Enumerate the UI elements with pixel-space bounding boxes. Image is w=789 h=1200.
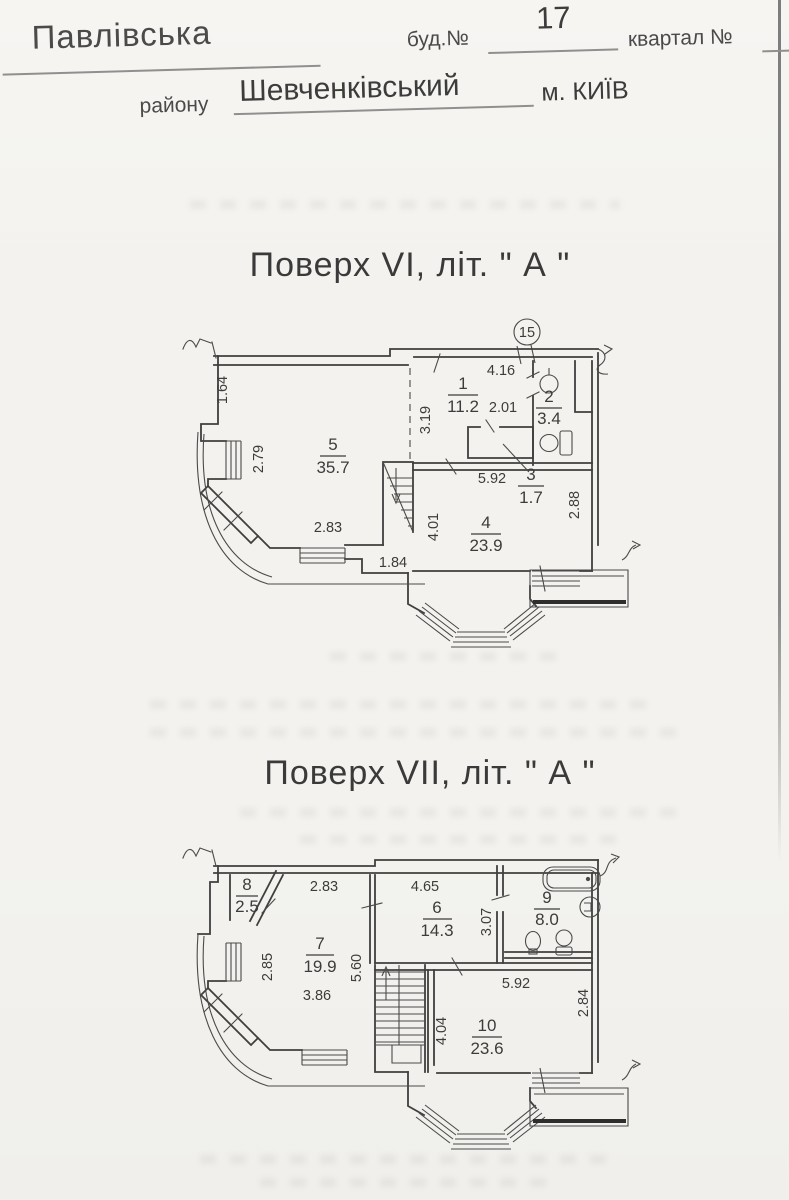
- dim-room7-right: 5.60: [349, 954, 365, 982]
- bleed-through-marks: [330, 652, 570, 661]
- form-header: Павлівська буд.№ 17 квартал № району Шев…: [0, 0, 789, 152]
- toilet-icon: [555, 929, 573, 956]
- floor-vi-title: Поверх VI, літ. " А ": [249, 246, 571, 284]
- room-7-number: 7: [315, 934, 324, 953]
- building-number-underline: [488, 48, 619, 55]
- bleed-through-marks: [150, 700, 650, 709]
- scan-page-edge: [778, 0, 781, 862]
- bay-window-hatch: [415, 1104, 546, 1150]
- building-number-value: 17: [535, 0, 572, 36]
- marker-number: 15: [519, 325, 535, 341]
- room-8-number: 8: [242, 875, 251, 894]
- window-hatch-left: [225, 440, 242, 480]
- curved-balcony-outline: [196, 933, 425, 1087]
- curved-balcony-outline: [196, 431, 425, 585]
- district-label: району: [139, 92, 209, 118]
- floor-vi-plan: 15: [182, 318, 642, 648]
- room-labels-vi: 5 35.7 1 11.2 2 3.4 3 1.7 4 23.9: [316, 374, 562, 555]
- bleed-through-marks: [300, 835, 630, 844]
- street-name: Павлівська: [31, 13, 212, 56]
- bathtub-icon: [542, 866, 601, 892]
- floor-vii-title: Поверх VII, літ. " А ": [264, 754, 596, 792]
- room-9-number: 9: [542, 888, 551, 907]
- window-hatch-balcony: [532, 570, 580, 587]
- bleed-through-marks: [190, 200, 620, 209]
- bay-window-hatch: [415, 602, 546, 648]
- dim-room5-window: 2.83: [314, 520, 342, 536]
- dim-room6-top: 4.65: [411, 879, 439, 895]
- dim-room10-top: 5.92: [502, 976, 530, 992]
- quarter-label: квартал №: [627, 25, 733, 52]
- district-name: Шевченківський: [238, 68, 460, 109]
- right-balcony: [529, 540, 642, 608]
- dim-room10-right: 2.84: [576, 989, 592, 1017]
- room-6-area: 14.3: [420, 921, 453, 940]
- dim-room4-width: 5.92: [478, 471, 506, 487]
- dim-hall-width: 4.16: [487, 363, 515, 379]
- sink-icon: [539, 368, 559, 394]
- room-7-area: 19.9: [303, 957, 336, 976]
- dimension-labels-vii: 2.83 4.65 3.07 2.85 5.60 5.92 2.84 4.04: [260, 879, 592, 1045]
- wall-break-arrow: [596, 344, 614, 375]
- stairs-up: [375, 965, 425, 1045]
- room-6-number: 6: [432, 898, 441, 917]
- stairs-down: [382, 461, 414, 533]
- dim-room4-right: 2.88: [567, 491, 583, 519]
- dim-room7-window: 2.85: [260, 953, 276, 981]
- room-1-area: 11.2: [447, 397, 479, 416]
- walls-floor-vi: [182, 338, 599, 615]
- wall-break-arrow: [599, 853, 620, 877]
- bleed-through-marks: [240, 808, 680, 817]
- room-10-number: 10: [478, 1016, 497, 1035]
- room-5-number: 5: [328, 435, 337, 454]
- room-4-area: 23.9: [469, 536, 502, 555]
- dim-room7-top: 2.83: [310, 879, 338, 895]
- room-9-area: 8.0: [535, 910, 559, 929]
- window-hatch-bottom: [301, 1049, 348, 1066]
- bleed-through-marks: [260, 1178, 560, 1187]
- window-hatch-balcony: [532, 1067, 580, 1094]
- room-10-area: 23.6: [470, 1039, 503, 1058]
- room-4-number: 4: [481, 513, 490, 532]
- room-1-number: 1: [458, 374, 467, 393]
- room-2-number: 2: [544, 387, 553, 406]
- dim-room10-left: 4.04: [434, 1017, 450, 1045]
- floor-vii-plan: 8 2.5 6 14.3 9 8.0 7 19.9 3.86 10 23.6 2…: [182, 847, 642, 1150]
- dim-room7-inner: 3.86: [303, 988, 331, 1004]
- building-number-label: буд.№: [406, 26, 470, 52]
- room-8-area: 2.5: [235, 897, 259, 916]
- bleed-through-marks: [150, 728, 680, 737]
- room-5-area: 35.7: [316, 458, 349, 477]
- dim-room9-left: 3.07: [479, 908, 495, 936]
- bidet-icon: [524, 930, 542, 955]
- room-labels-vii: 8 2.5 6 14.3 9 8.0 7 19.9 3.86 10 23.6: [235, 875, 560, 1058]
- city-name: м. КИЇВ: [540, 76, 629, 107]
- right-balcony: [529, 1059, 642, 1127]
- dim-passage: 1.84: [379, 555, 407, 571]
- quarter-underline: [762, 49, 789, 53]
- room-3-leader-line: [502, 443, 530, 473]
- window-hatch-bottom: [299, 547, 346, 564]
- room-3-area: 1.7: [519, 488, 543, 507]
- dim-left-window: 2.79: [251, 445, 267, 473]
- room-3-number: 3: [526, 465, 535, 484]
- room-2-area: 3.4: [537, 409, 561, 428]
- window-hatch-left: [225, 942, 242, 982]
- sink-icon: [579, 896, 601, 918]
- dim-left-wall: 1.64: [215, 376, 231, 404]
- toilet-icon: [539, 430, 573, 456]
- dim-room4-left: 4.01: [426, 513, 442, 541]
- dim-closet-width: 2.01: [489, 400, 517, 416]
- dim-hall-depth: 3.19: [418, 406, 434, 434]
- bleed-through-marks: [200, 1155, 620, 1164]
- dimension-labels-vi: 1.64 2.79 3.19 4.16 2.01 5.92 2.88 2.83 …: [215, 363, 583, 571]
